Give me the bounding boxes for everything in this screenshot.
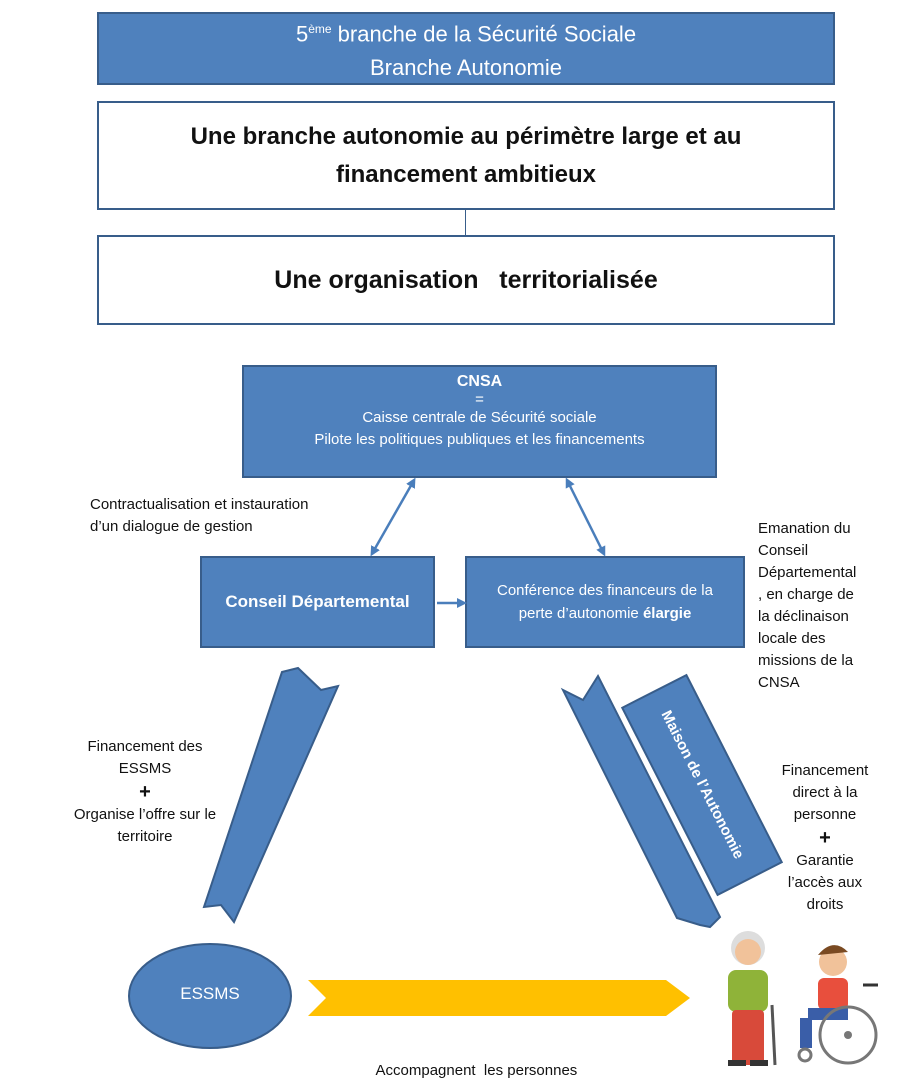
emanation-line: locale des — [758, 630, 826, 647]
essms-ellipse — [128, 943, 292, 1049]
emanation-line: Conseil — [758, 542, 809, 559]
conference-line-1: Conférence des financeurs de la — [497, 582, 713, 599]
plus-sign-left: + — [139, 781, 151, 803]
contract-label: Contractualisation et instauration d’un … — [90, 496, 309, 535]
emanation-line: Départemental — [758, 564, 857, 581]
essms-label: ESSMS — [180, 984, 240, 1003]
organisation-text: Une organisation territorialisée — [274, 265, 658, 294]
chevron-arrow-left — [202, 666, 340, 924]
maison-box — [620, 673, 784, 897]
emanation-line: CNSA — [758, 674, 800, 691]
perimetre-line-2: financement ambitieux — [335, 160, 597, 188]
plus-sign-right: + — [819, 827, 831, 849]
right-funding-text: Financement direct à la personne + Garan… — [760, 760, 890, 916]
conseil-box: Conseil Départemental — [200, 556, 435, 648]
double-arrow-cnsa-conference — [565, 477, 606, 557]
organisation-box: Une organisation territorialisée — [97, 235, 835, 325]
accompagnent-label: Accompagnent les personnes — [375, 1062, 578, 1079]
wheelchair-person-icon — [797, 945, 878, 1065]
cnsa-line-1: Caisse centrale de Sécurité sociale — [362, 409, 597, 426]
conference-line-2: perte d’autonomie élargie — [518, 605, 692, 622]
header-line-2: Branche Autonomie — [369, 54, 563, 80]
cnsa-line-2: Pilote les politiques publiques et les f… — [314, 431, 645, 448]
cnsa-title: CNSA — [456, 373, 503, 390]
header-line-1: 5ème branche de la Sécurité Sociale — [295, 21, 637, 47]
emanation-line: la déclinaison — [758, 608, 849, 625]
conference-box: Conférence des financeurs de la perte d’… — [465, 556, 745, 648]
double-arrow-cnsa-conseil — [370, 477, 416, 557]
left-funding-text: Financement des ESSMS + Organise l’offre… — [50, 736, 240, 848]
emanation-line: missions de la — [758, 652, 854, 669]
cnsa-equals: = — [475, 391, 484, 408]
header-box: 5ème branche de la Sécurité Sociale Bran… — [97, 12, 835, 85]
emanation-line: , en charge de — [758, 586, 854, 603]
chevron-arrow-right — [560, 673, 722, 929]
perimetre-box: Une branche autonomie au périmètre large… — [97, 101, 835, 210]
cnsa-box: CNSA = Caisse centrale de Sécurité socia… — [242, 365, 717, 478]
conseil-label: Conseil Départemental — [225, 592, 410, 611]
connector-line — [465, 210, 466, 235]
elderly-person-icon — [728, 931, 777, 1066]
perimetre-line-1: Une branche autonomie au périmètre large… — [190, 122, 742, 150]
emanation-line: Emanation du — [758, 520, 851, 537]
yellow-chevron-arrow — [308, 980, 690, 1016]
